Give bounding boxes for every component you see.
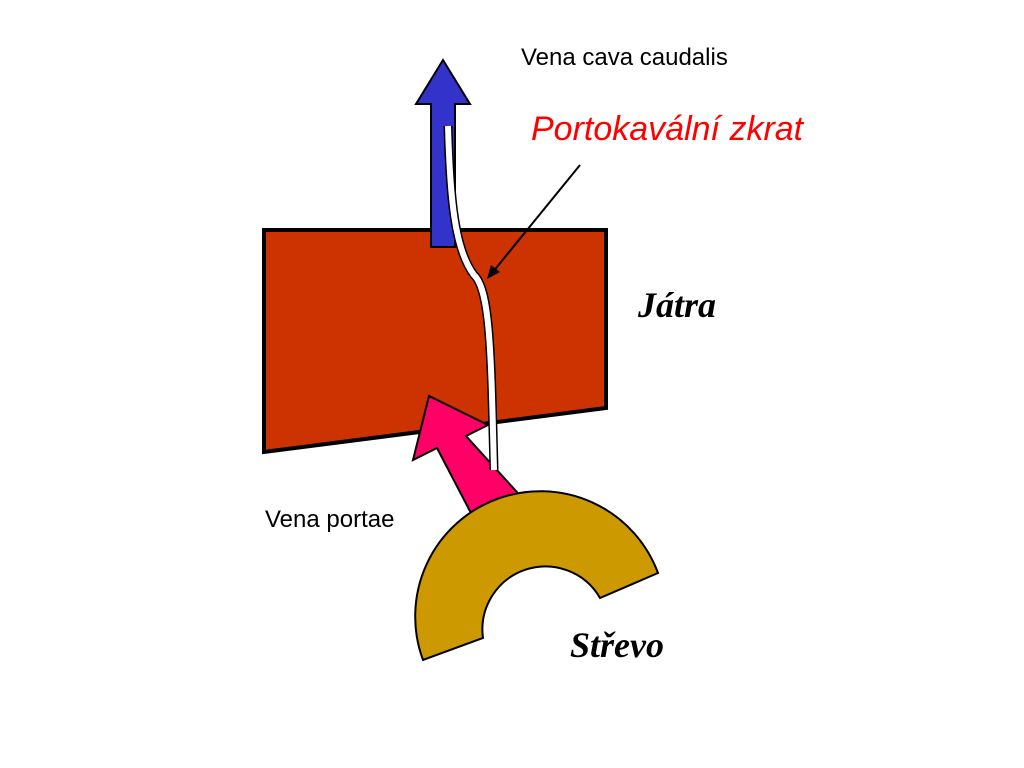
liver-shape [262,228,608,455]
shunt-vessel [445,125,497,471]
vena-cava-arrow [414,58,472,248]
shunt-pointer-arrowhead [487,265,500,279]
intestine-shape [414,490,660,662]
liver-label: Játra [638,285,717,325]
vena-portae-label: Vena portae [265,506,395,533]
shunt-pointer-line [491,164,581,274]
shunt-label: Portokavální zkrat [531,110,804,148]
vena-cava-label: Vena cava caudalis [521,44,728,71]
intestine-label: Střevo [570,625,664,665]
